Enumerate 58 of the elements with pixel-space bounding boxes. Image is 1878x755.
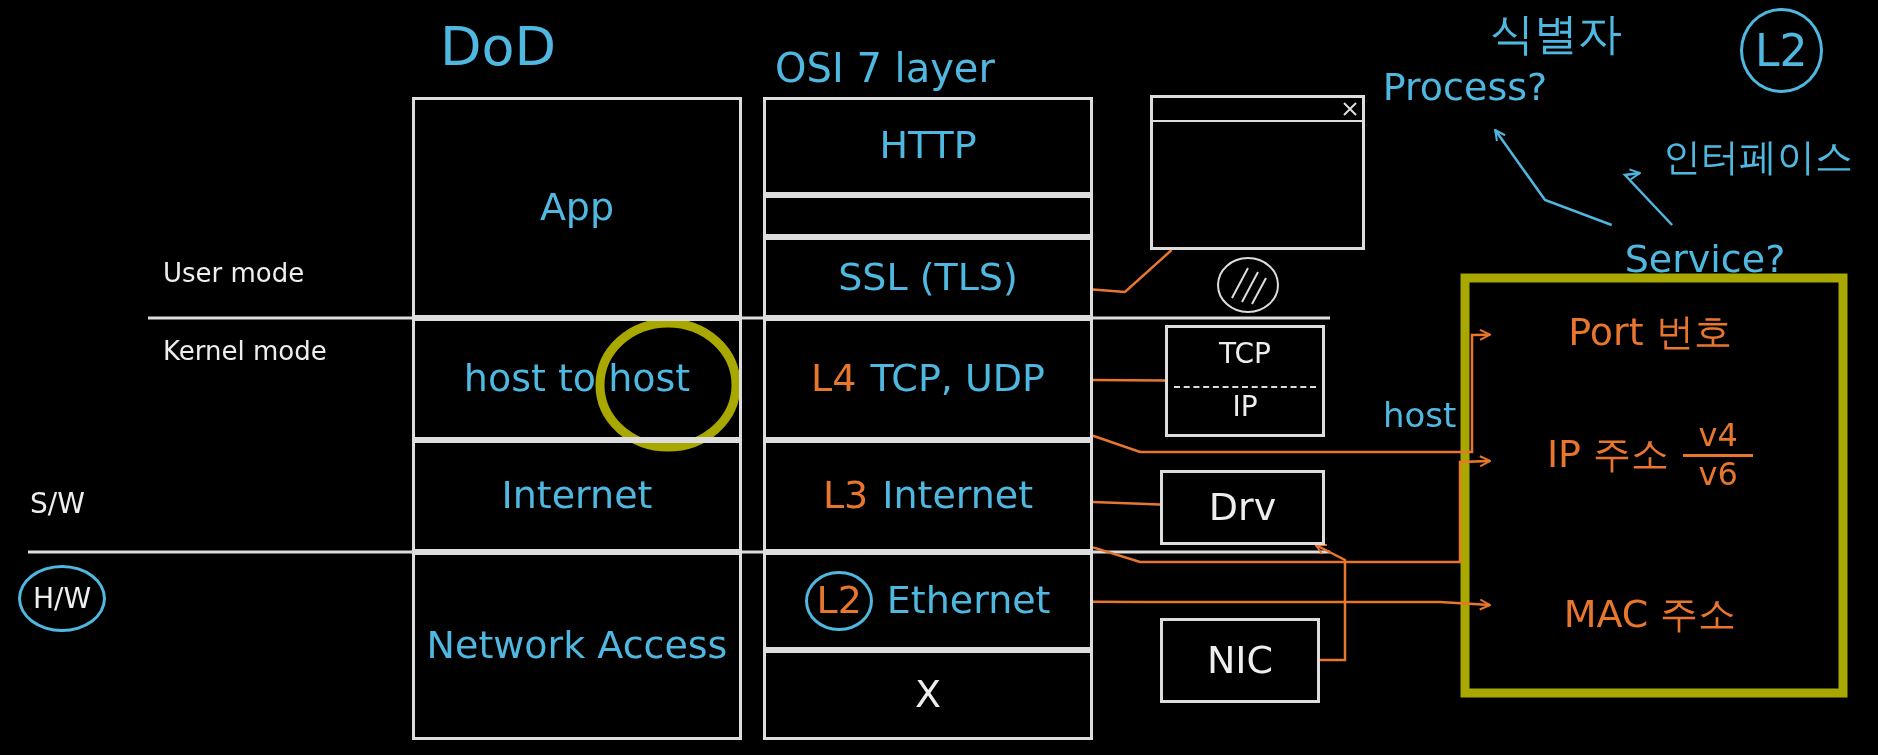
label-text: App xyxy=(539,186,615,229)
label-text: SSL (TLS) xyxy=(838,256,1018,299)
layer-cell xyxy=(412,318,742,440)
layer-label: S/W xyxy=(30,487,85,520)
label-text: HTTP xyxy=(879,125,977,167)
layer-cell xyxy=(412,97,742,318)
browser-window xyxy=(1150,95,1365,250)
label-text: Internet xyxy=(882,475,1034,517)
label-text: Service? xyxy=(1624,239,1786,281)
driver-box xyxy=(1160,470,1325,545)
protocol-cell xyxy=(763,440,1093,552)
protocol-cell xyxy=(763,318,1093,440)
circled-label: L2 xyxy=(1740,8,1823,93)
label-text: L4 xyxy=(811,358,857,400)
label-text: L3 xyxy=(822,475,869,517)
circled-label: H/W xyxy=(18,565,107,632)
layer-cell xyxy=(412,440,742,552)
protocol-cell xyxy=(763,552,1093,650)
stack-box xyxy=(1165,325,1325,437)
layer-cell xyxy=(412,552,742,740)
connector-line xyxy=(1092,249,1173,294)
label-text: NIC xyxy=(1206,639,1274,682)
note-text: host xyxy=(1383,395,1457,435)
arrow xyxy=(1093,598,1491,611)
column-heading: DoD xyxy=(440,15,557,78)
column-heading: OSI 7 layer xyxy=(775,45,995,91)
label-text: host to host xyxy=(463,358,691,400)
label-text: Process? xyxy=(1382,66,1548,109)
mode-label: User mode xyxy=(163,258,305,288)
arrow xyxy=(1314,543,1347,662)
protocol-cell xyxy=(763,195,1093,237)
protocol-cell xyxy=(763,237,1093,318)
label-text: TCP xyxy=(1219,339,1271,370)
protocol-cell xyxy=(763,97,1093,195)
mode-label: Kernel mode xyxy=(163,336,327,366)
label-text: v4 xyxy=(1698,418,1738,454)
label-text: Port 번호 xyxy=(1568,311,1732,354)
cross-mark: X xyxy=(914,674,941,716)
label-text: L2 xyxy=(805,571,873,631)
arrow xyxy=(1494,129,1613,227)
protocol-cell xyxy=(763,650,1093,740)
note-text: 식별자 xyxy=(1490,7,1622,61)
connector-line xyxy=(1092,500,1161,506)
arrow xyxy=(1092,328,1491,454)
nic-box xyxy=(1160,618,1320,703)
label-text: MAC 주소 xyxy=(1563,594,1737,636)
label-text: Network Access xyxy=(426,625,728,667)
label-text: 인터페이스 xyxy=(1662,136,1853,179)
label-text: IP 주소 xyxy=(1546,434,1670,476)
label-text: Drv xyxy=(1208,486,1277,529)
arrow xyxy=(1092,455,1491,564)
label-text: IP xyxy=(1232,392,1258,423)
label-text: Ethernet xyxy=(886,580,1051,622)
label-text: Internet xyxy=(501,475,653,517)
label-text: v6 xyxy=(1698,456,1738,492)
arrow xyxy=(1622,168,1673,226)
label-text: TCP, UDP xyxy=(870,358,1045,400)
connector-line xyxy=(1093,378,1165,382)
